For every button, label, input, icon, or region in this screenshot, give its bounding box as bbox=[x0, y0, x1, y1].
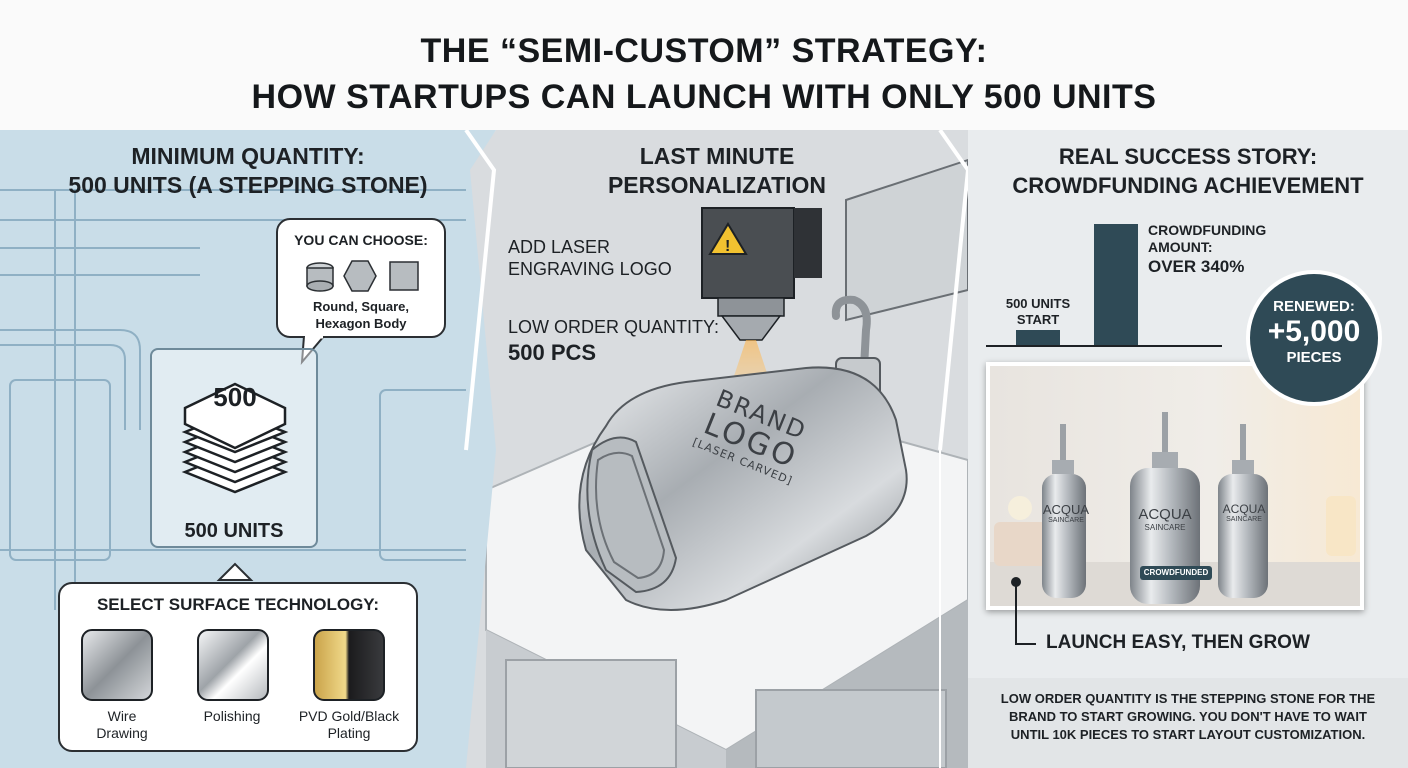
bottle-right-sub: SAINCARE bbox=[1226, 516, 1262, 523]
badge-line3: PIECES bbox=[1286, 349, 1342, 366]
renewed-badge: RENEWED: +5,000 PIECES bbox=[1246, 270, 1382, 406]
footer-note bbox=[968, 678, 1408, 768]
quantity-callout-line2: 500 PCS bbox=[508, 340, 597, 365]
badge-line2: +5,000 bbox=[1267, 315, 1361, 348]
choose-title: YOU CAN CHOOSE: bbox=[294, 232, 428, 248]
panel1-heading-line1: MINIMUM QUANTITY: bbox=[131, 143, 365, 169]
bottle-center-sub: SAINCARE bbox=[1144, 523, 1186, 532]
bottle-left-brand: ACQUA bbox=[1042, 502, 1090, 517]
crowdfunding-label-line1: CROWDFUNDING bbox=[1148, 222, 1267, 238]
surface-label-polishing: Polishing bbox=[182, 708, 282, 725]
crowdfunding-label-line3: OVER 340% bbox=[1148, 257, 1245, 276]
footer-line1: LOW ORDER QUANTITY IS THE STEPPING STONE… bbox=[1000, 691, 1376, 706]
shape-choice-bubble: YOU CAN CHOOSE: Round, Square, Hexagon B… bbox=[276, 218, 446, 338]
start-bar-label-line2: START bbox=[1016, 312, 1060, 327]
panel-success-story: REAL SUCCESS STORY: CROWDFUNDING ACHIEVE… bbox=[968, 130, 1408, 768]
title-line-2: HOW STARTUPS CAN LAUNCH WITH ONLY 500 UN… bbox=[251, 78, 1157, 116]
laser-callout-line1: ADD LASER bbox=[508, 237, 611, 257]
body-shape-icons bbox=[306, 260, 419, 292]
panel1-heading-line2: 500 UNITS (A STEPPING STONE) bbox=[68, 172, 428, 198]
gold-black-swatch-icon bbox=[313, 629, 385, 701]
hexagon-body-icon bbox=[343, 260, 377, 292]
product-photo: ACQUA SAINCARE ACQUA SAINCARE ACQUA SAIN… bbox=[986, 362, 1364, 610]
bottle-left bbox=[1042, 424, 1086, 598]
factory-background bbox=[0, 189, 496, 610]
footer-line2: BRAND TO START GROWING. YOU DON'T HAVE T… bbox=[1009, 709, 1367, 724]
bottle-center-brand: ACQUA bbox=[1138, 506, 1192, 523]
surface-label-wire-line1: Wire bbox=[107, 708, 137, 724]
title-line-1: THE “SEMI-CUSTOM” STRATEGY: bbox=[420, 32, 988, 70]
panel2-heading-line2: PERSONALIZATION bbox=[607, 172, 827, 198]
footer-text: LOW ORDER QUANTITY IS THE STEPPING STONE… bbox=[968, 690, 1408, 744]
bottle-left-sub: SAINCARE bbox=[1048, 517, 1084, 524]
bottle-right-brand: ACQUA bbox=[1222, 502, 1266, 516]
footer-line3: UNTIL 10K PIECES TO START LAYOUT CUSTOMI… bbox=[1010, 727, 1366, 742]
panel3-heading-line1: REAL SUCCESS STORY: bbox=[1058, 144, 1318, 169]
choose-text-line2: Hexagon Body bbox=[315, 316, 407, 331]
surface-label-wire-line2: Drawing bbox=[96, 725, 148, 741]
surface-label-pvd-line2: Plating bbox=[327, 725, 371, 741]
surface-label-polishing-line1: Polishing bbox=[203, 708, 261, 724]
caption-connector bbox=[1011, 577, 1036, 645]
surface-title: SELECT SURFACE TECHNOLOGY: bbox=[96, 595, 380, 614]
polished-metal-swatch-icon bbox=[197, 629, 269, 701]
warning-icon bbox=[708, 222, 748, 255]
panel2-heading-line1: LAST MINUTE bbox=[639, 143, 795, 169]
surface-label-pvd: PVD Gold/Black Plating bbox=[284, 708, 414, 742]
start-bar bbox=[1016, 330, 1060, 346]
bottle-center-logo: ACQUA SAINCARE bbox=[1130, 506, 1200, 532]
square-body-icon bbox=[389, 261, 419, 291]
laser-callout-line2: ENGRAVING LOGO bbox=[508, 259, 672, 279]
panel-minimum-quantity: MINIMUM QUANTITY: 500 UNITS (A STEPPING … bbox=[0, 130, 496, 768]
round-body-icon bbox=[306, 262, 334, 292]
panel3-heading-line2: CROWDFUNDING ACHIEVEMENT bbox=[1012, 173, 1364, 198]
title-banner: THE “SEMI-CUSTOM” STRATEGY: HOW STARTUPS… bbox=[0, 0, 1408, 130]
svg-text:!: ! bbox=[725, 238, 730, 255]
bottle-right-logo: ACQUA SAINCARE bbox=[1218, 502, 1270, 523]
quantity-callout: LOW ORDER QUANTITY: 500 PCS bbox=[508, 314, 719, 366]
workbench-background: ! bbox=[466, 130, 968, 768]
laser-callout: ADD LASER ENGRAVING LOGO bbox=[508, 236, 672, 280]
start-bar-label: 500 UNITS START bbox=[996, 296, 1080, 328]
stack-label: 500 UNITS bbox=[184, 520, 284, 542]
panel3-heading: REAL SUCCESS STORY: CROWDFUNDING ACHIEVE… bbox=[968, 142, 1408, 200]
crowdfunding-label-line2: AMOUNT: bbox=[1148, 239, 1213, 255]
crowdfunded-tag: CROWDFUNDED bbox=[1140, 566, 1212, 580]
growth-bar-chart bbox=[986, 224, 1222, 347]
start-bar-label-line1: 500 UNITS bbox=[1005, 296, 1071, 311]
crowdfunding-bar bbox=[1094, 224, 1138, 346]
panel2-heading: LAST MINUTE PERSONALIZATION bbox=[466, 142, 968, 200]
surface-swatches bbox=[81, 629, 385, 701]
quantity-callout-line1: LOW ORDER QUANTITY: bbox=[508, 317, 720, 337]
panel1-heading: MINIMUM QUANTITY: 500 UNITS (A STEPPING … bbox=[0, 142, 496, 200]
surface-label-wire: Wire Drawing bbox=[72, 708, 172, 742]
brushed-metal-swatch-icon bbox=[81, 629, 153, 701]
panel-personalization: ! LAST MINUTE PERSONALIZATION ADD LASER … bbox=[466, 130, 968, 768]
bottle-left-logo: ACQUA SAINCARE bbox=[1038, 502, 1094, 524]
choose-text: Round, Square, Hexagon Body bbox=[278, 298, 444, 332]
badge-line1: RENEWED: bbox=[1273, 298, 1355, 315]
surface-bubble-pointer bbox=[216, 562, 254, 581]
stack-number: 500 bbox=[213, 382, 257, 412]
crowdfunding-label: CROWDFUNDING AMOUNT: OVER 340% bbox=[1148, 222, 1266, 278]
surface-label-pvd-line1: PVD Gold/Black bbox=[298, 708, 400, 724]
unit-stack-icon bbox=[181, 382, 289, 494]
choose-text-line1: Round, Square, bbox=[312, 299, 410, 314]
bottle-right bbox=[1218, 424, 1268, 598]
launch-caption: LAUNCH EASY, THEN GROW bbox=[1046, 632, 1310, 653]
